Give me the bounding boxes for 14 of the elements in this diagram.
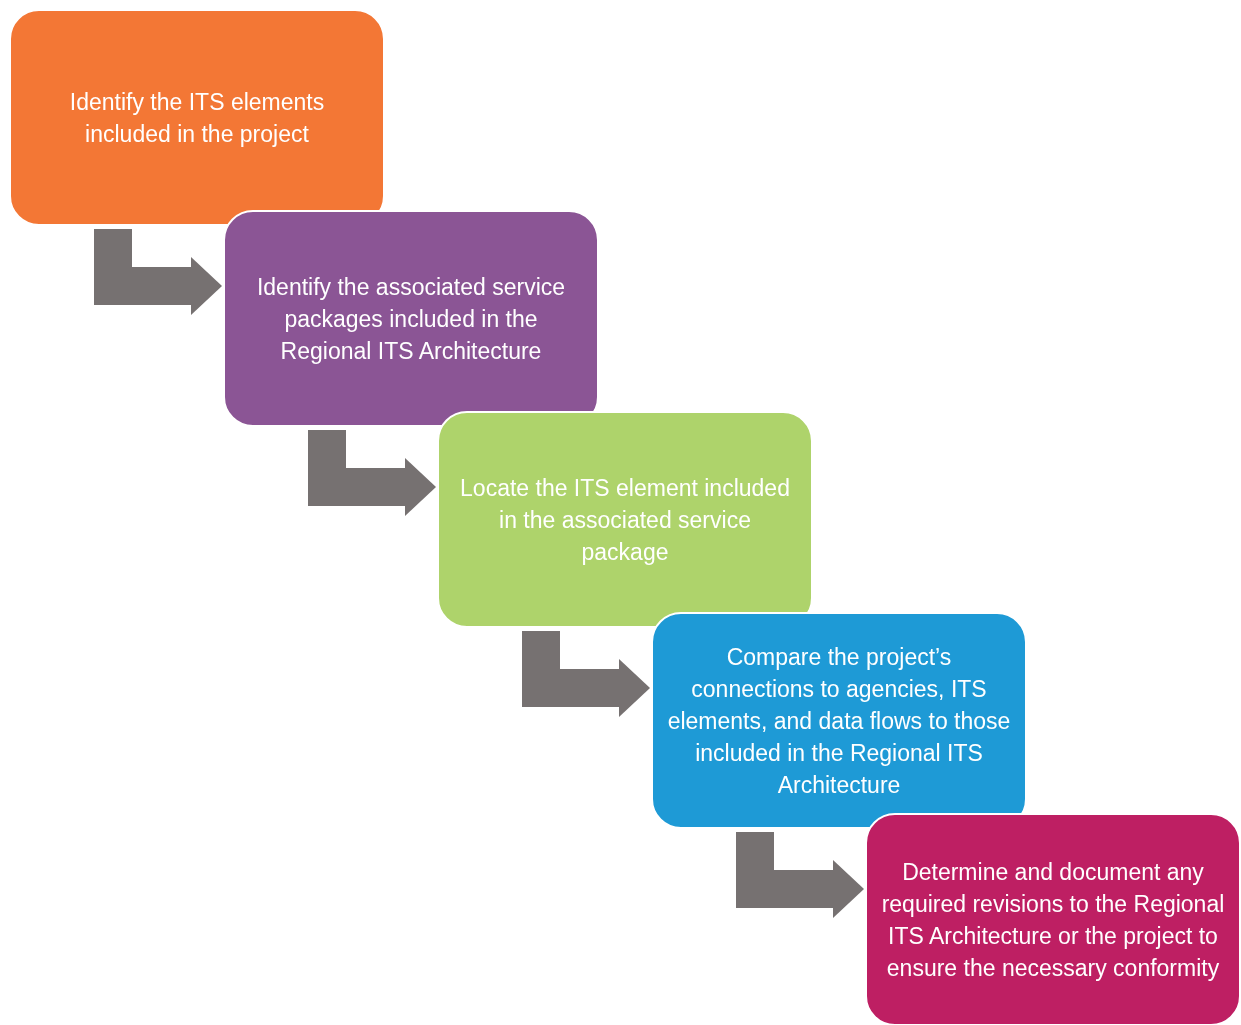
bent-arrow [522,631,650,717]
bent-arrow [308,430,436,516]
process-box [223,210,599,427]
process-box [9,9,385,226]
bent-arrow [94,229,222,315]
process-box [865,813,1241,1025]
process-box [651,612,1027,829]
bent-arrow [736,832,864,918]
step-text: Determine and document any required revisions to the Regional ITS Architecture or the project to ensure the necessary conformity [881,857,1225,983]
step-text: Locate the ITS element included in the associated service package [459,473,791,567]
step-text: Identify the associated service packages included in the Regional ITS Architecture [255,272,567,366]
process-box [437,411,813,628]
step-text: Compare the project’s connections to agencies, ITS elements, and data flows to those included in the Regional ITS Architecture [667,642,1011,800]
step-text: Identify the ITS elements included in the project [68,87,326,149]
